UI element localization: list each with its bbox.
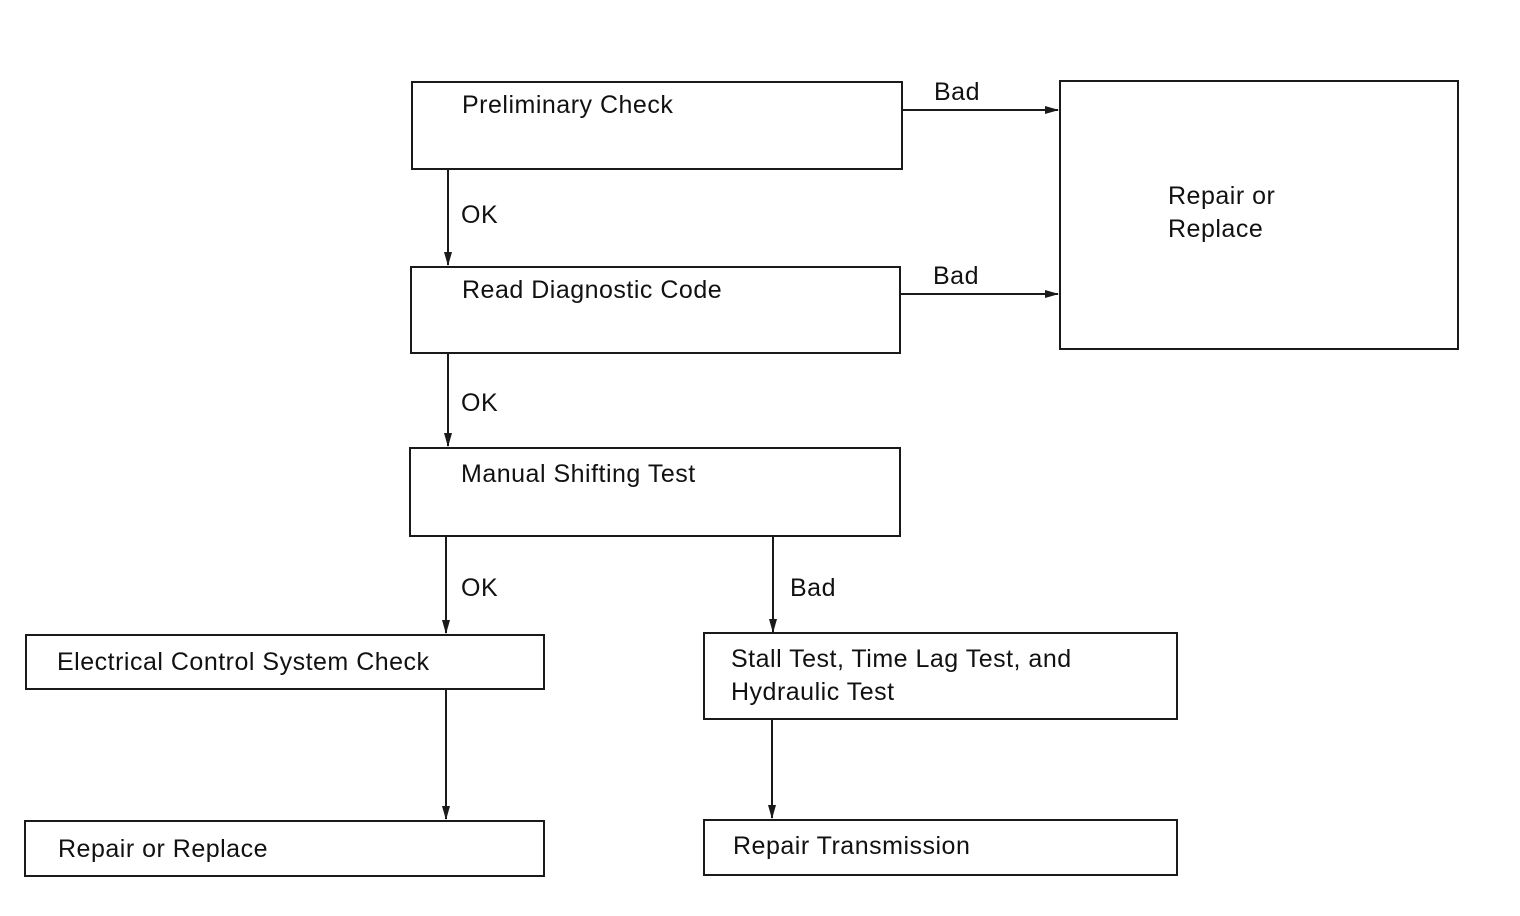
edge-label-ok-read-code: OK [461,389,499,417]
repair-or-replace-bottom-label: Repair or Replace [58,835,268,863]
repair-or-replace-right-box: Repair or Replace [1059,80,1459,350]
read-diagnostic-code-box: Read Diagnostic Code [410,266,901,354]
preliminary-check-label: Preliminary Check [462,91,674,119]
preliminary-check-box: Preliminary Check [411,81,903,170]
electrical-control-system-check-label: Electrical Control System Check [57,648,430,676]
edge-label-bad-preliminary: Bad [934,78,980,106]
stall-test-label: Stall Test, Time Lag Test, and Hydraulic… [731,645,1072,706]
read-diagnostic-code-label: Read Diagnostic Code [462,276,723,304]
repair-transmission-label: Repair Transmission [733,832,971,860]
edge-label-ok-preliminary: OK [461,201,499,229]
edge-label-bad-manual-shifting: Bad [790,574,836,602]
repair-or-replace-right-label: Repair or Replace [1168,182,1276,243]
electrical-control-system-check-box: Electrical Control System Check [25,634,545,690]
manual-shifting-test-box: Manual Shifting Test [409,447,901,537]
edge-label-ok-manual-shifting: OK [461,574,499,602]
repair-transmission-box: Repair Transmission [703,819,1178,876]
repair-or-replace-bottom-box: Repair or Replace [24,820,545,877]
manual-shifting-test-label: Manual Shifting Test [461,460,696,488]
stall-test-box: Stall Test, Time Lag Test, and Hydraulic… [703,632,1178,720]
edge-label-bad-read-code: Bad [933,262,979,290]
